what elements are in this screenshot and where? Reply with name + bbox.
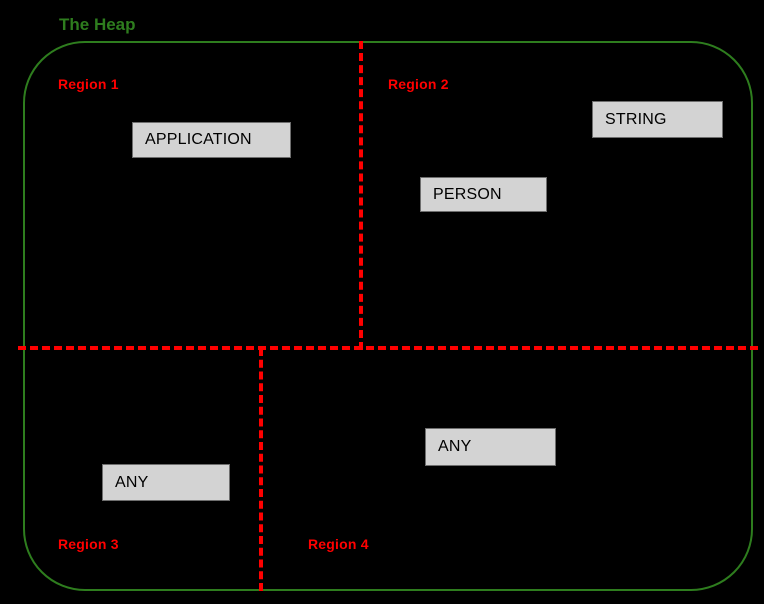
heap-object-string: STRING bbox=[592, 101, 723, 138]
region-divider-horizontal bbox=[18, 346, 758, 350]
region-divider-vertical-top bbox=[359, 41, 363, 350]
heap-object-any-region4: ANY bbox=[425, 428, 556, 466]
region-label-3: Region 3 bbox=[58, 536, 119, 552]
heap-object-person: PERSON bbox=[420, 177, 547, 212]
heap-title-label: The Heap bbox=[59, 15, 136, 34]
region-label-2: Region 2 bbox=[388, 76, 449, 92]
heap-object-application: APPLICATION bbox=[132, 122, 291, 158]
heap-container-boundary bbox=[23, 41, 753, 591]
region-label-1: Region 1 bbox=[58, 76, 119, 92]
region-divider-vertical-bottom bbox=[259, 348, 263, 591]
region-label-4: Region 4 bbox=[308, 536, 369, 552]
heap-object-any-region3: ANY bbox=[102, 464, 230, 501]
